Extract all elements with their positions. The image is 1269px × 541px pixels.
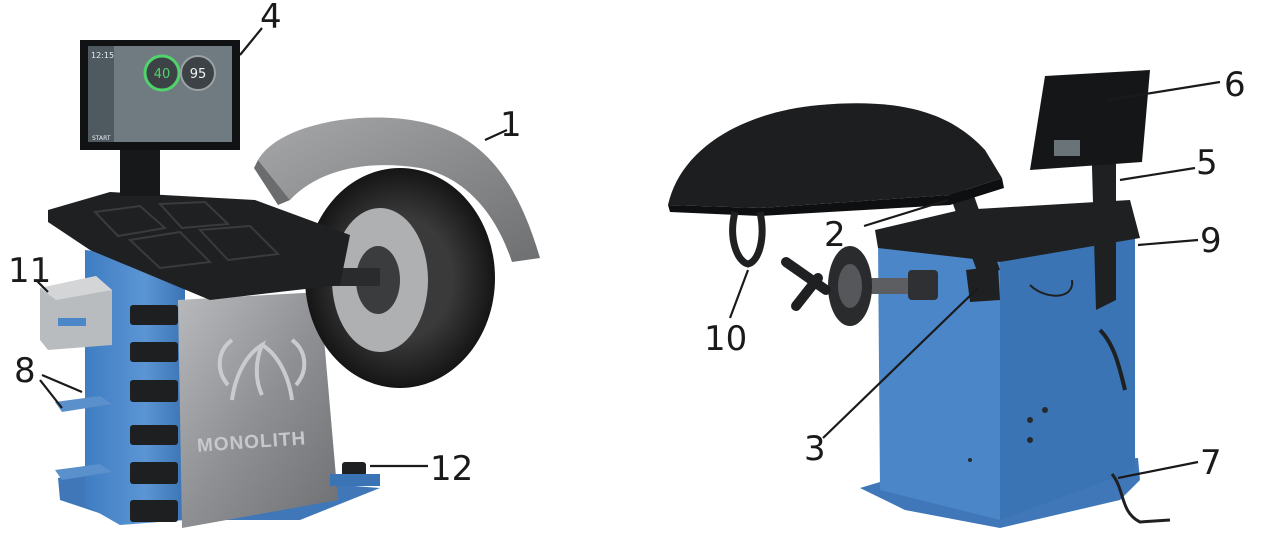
balancer-shaft-right [781,246,938,326]
leader-4 [239,27,263,56]
gauge-left [143,54,181,92]
left-balancer: MONOLITH [40,40,540,528]
monitor-right [1030,70,1150,170]
callout-6: 6 [1224,65,1246,105]
cone-storage-shelves [55,396,112,480]
callout-5: 5 [1196,143,1218,183]
leader-5 [1119,166,1196,182]
leader-8b [39,379,63,409]
wheel-guard-hood [258,117,540,262]
printer [40,276,112,350]
quick-nut [781,257,831,311]
callout-11: 11 [8,251,51,291]
wheel-guard-hood-right [668,103,1002,208]
callout-9: 9 [1200,221,1222,261]
callout-4: 4 [260,0,282,37]
right-balancer [668,70,1171,528]
leader-11 [35,279,49,293]
callout-8: 8 [14,351,36,391]
monitor: 12:15 40 95 START [80,40,240,150]
leader-lines [35,27,1221,480]
left-monitor-stand [120,148,160,196]
foot-pedal-brake [330,462,380,486]
brand-emblem [217,338,307,401]
callout-2: 2 [824,215,846,255]
hood-handle [729,211,766,268]
screen-clock: 12:15 [91,51,114,60]
leader-9 [1137,238,1199,247]
callout-numbers: 1 2 3 4 5 6 7 8 9 10 11 12 [8,0,1246,489]
leader-3 [822,287,979,439]
screen-start-button: START [92,135,111,142]
weight-tray-top-left [48,192,350,300]
leader-10 [728,269,750,319]
front-panel [178,292,338,528]
cone-storage-pegs [130,305,178,522]
gauge-right-value: 95 [190,67,207,82]
callout-3: 3 [804,429,826,469]
leader-8a [41,373,83,394]
leader-6 [1107,80,1221,102]
callout-7: 7 [1200,443,1222,483]
right-cabinet-front [878,240,1000,520]
power-cable [1110,473,1171,524]
wheel [305,168,495,388]
gauge-left-value: 40 [154,67,171,82]
leader-1 [484,128,508,142]
gauge-right [180,55,216,91]
callout-1: 1 [500,105,522,145]
callout-12: 12 [430,449,473,489]
callout-10: 10 [704,319,747,359]
leader-7 [1117,460,1199,480]
leader-2 [863,198,949,228]
shaft-mounting-plate [966,266,1000,302]
weight-tray-top [875,200,1140,262]
hood-hinge-bracket [948,190,1000,274]
